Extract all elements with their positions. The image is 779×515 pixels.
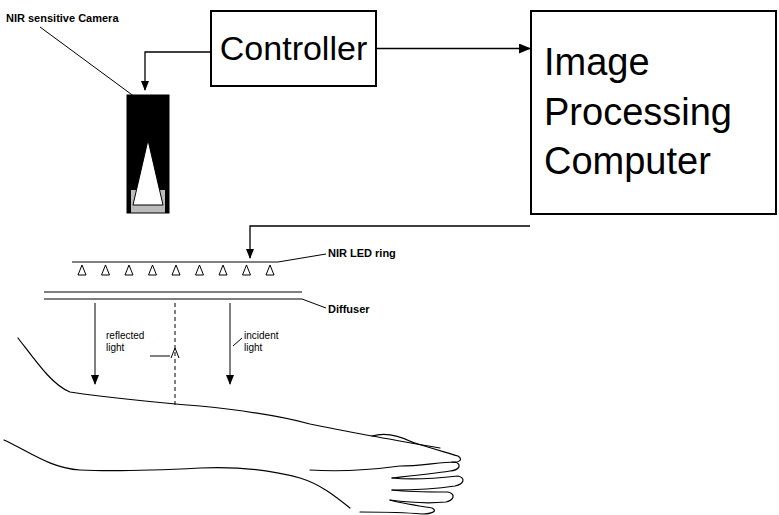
controller-box: Controller xyxy=(210,10,377,87)
led-ring xyxy=(72,254,326,262)
reflected-arrowhead xyxy=(171,348,179,358)
reflected-ray xyxy=(175,303,176,405)
led-wire xyxy=(250,226,530,258)
diffuser xyxy=(44,292,326,308)
leader-line xyxy=(233,338,242,346)
computer-box: Image Processing Computer xyxy=(530,10,777,215)
control-wire xyxy=(145,52,210,90)
camera-symbol xyxy=(127,95,169,213)
box-text: Controller xyxy=(220,26,367,70)
leader-line xyxy=(40,27,135,97)
incident-ray xyxy=(230,303,231,384)
led-symbols xyxy=(78,265,274,275)
box-text: Image Processing Computer xyxy=(544,38,763,186)
led-ring-label: NIR LED ring xyxy=(328,247,396,259)
incident-light-label: incident light xyxy=(244,330,284,353)
camera-label: NIR sensitive Camera xyxy=(6,12,119,24)
arm-outline xyxy=(4,338,463,514)
reflected-light-label: reflected light xyxy=(106,330,150,353)
leader-line xyxy=(150,356,170,357)
diffuser-label: Diffuser xyxy=(328,303,370,315)
incident-ray xyxy=(95,303,96,384)
signal-arrow xyxy=(377,48,530,49)
